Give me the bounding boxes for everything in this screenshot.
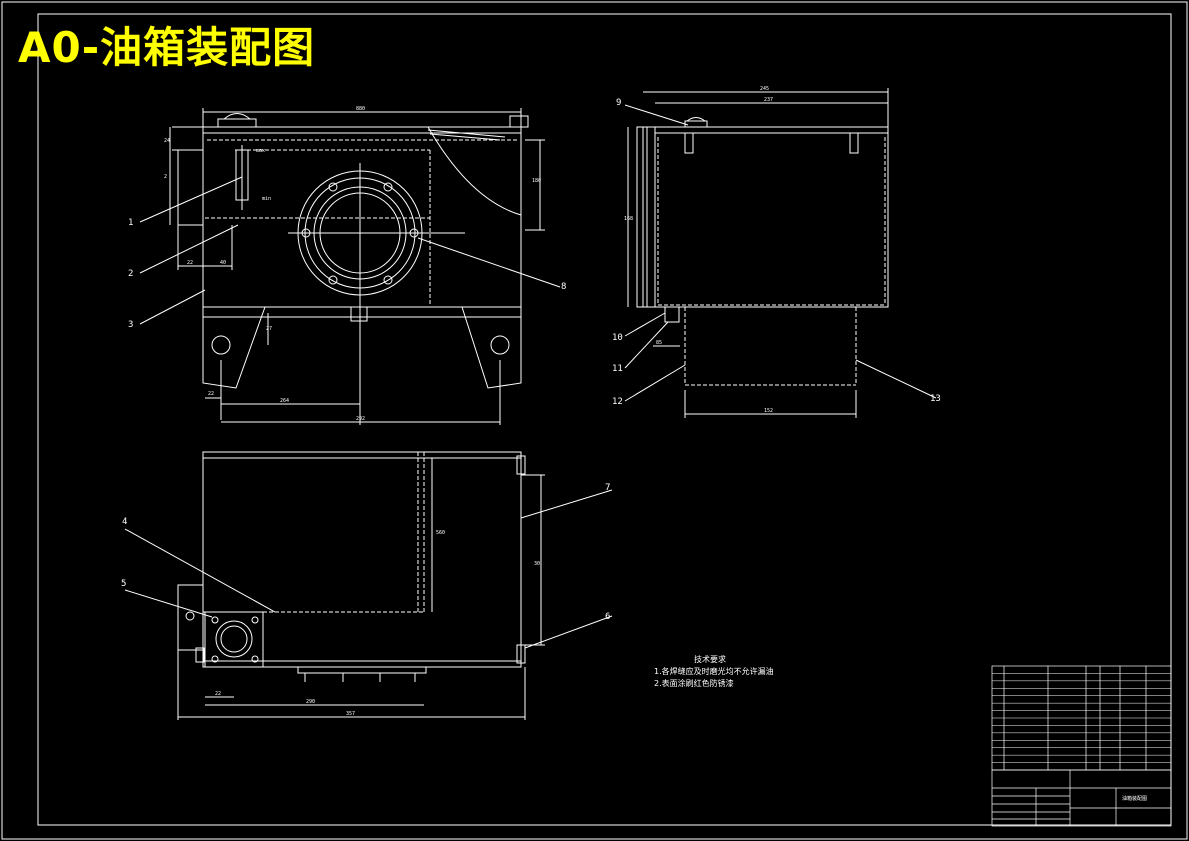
callout-9: 9 <box>616 98 621 108</box>
callout-1: 1 <box>128 218 133 228</box>
callout-7: 7 <box>605 483 610 493</box>
dim-front-width: 880 <box>356 106 365 112</box>
dim-top-c: 290 <box>306 699 315 705</box>
dim-side-c: 168 <box>624 216 633 222</box>
side-view <box>627 88 889 418</box>
dim-front-d: 40 <box>220 260 226 266</box>
dim-side-a: 245 <box>760 86 769 92</box>
dimension-labels: max min 880 24 2 22 40 27 22 264 292 180… <box>164 86 773 717</box>
technical-notes: 技术要求 1.各焊缝应及时磨光均不允许漏油 2.表面涂刷红色防锈漆 <box>654 654 774 688</box>
dim-front-i: 180 <box>532 178 541 184</box>
callout-2: 2 <box>128 269 133 279</box>
dim-top-a: 560 <box>436 530 445 536</box>
dim-front-c: 22 <box>187 260 193 266</box>
callout-11: 11 <box>612 364 623 374</box>
callout-6: 6 <box>605 612 610 622</box>
title-block <box>991 769 1172 827</box>
dim-front-g: 264 <box>280 398 289 404</box>
callout-13: 13 <box>930 394 941 404</box>
title-block-drawing-name: 油箱装配图 <box>1122 795 1147 802</box>
min-label: min <box>262 196 271 202</box>
parts-list-rows <box>992 673 1171 763</box>
dim-front-a: 24 <box>164 138 170 144</box>
callout-3: 3 <box>128 320 133 330</box>
front-view <box>169 108 545 425</box>
dim-top-d: 357 <box>346 711 355 717</box>
inner-border <box>37 13 1172 826</box>
top-view <box>177 451 545 720</box>
dim-side-b: 237 <box>764 97 773 103</box>
callout-8: 8 <box>561 282 566 292</box>
leader-lines <box>124 104 937 649</box>
notes-heading: 技术要求 <box>694 654 726 664</box>
callout-10: 10 <box>612 333 623 343</box>
max-label: max <box>256 148 265 154</box>
callout-numbers: 1 2 3 4 5 6 7 8 9 10 11 12 13 <box>121 98 941 622</box>
dim-front-e: 27 <box>266 326 272 332</box>
callout-5: 5 <box>121 579 126 589</box>
dim-front-b: 2 <box>164 174 167 180</box>
dim-top-b: 22 <box>215 691 221 697</box>
drawing-title: A0-油箱装配图 <box>18 23 316 72</box>
dim-front-f: 22 <box>208 391 214 397</box>
note-1: 1.各焊缝应及时磨光均不允许漏油 <box>654 666 774 676</box>
dim-side-d: 85 <box>656 340 662 346</box>
dim-front-h: 292 <box>356 416 365 422</box>
callout-12: 12 <box>612 397 623 407</box>
dim-top-e: 30 <box>534 561 540 567</box>
callout-4: 4 <box>122 517 127 527</box>
note-2: 2.表面涂刷红色防锈漆 <box>654 678 734 688</box>
dim-side-e: 152 <box>764 408 773 414</box>
